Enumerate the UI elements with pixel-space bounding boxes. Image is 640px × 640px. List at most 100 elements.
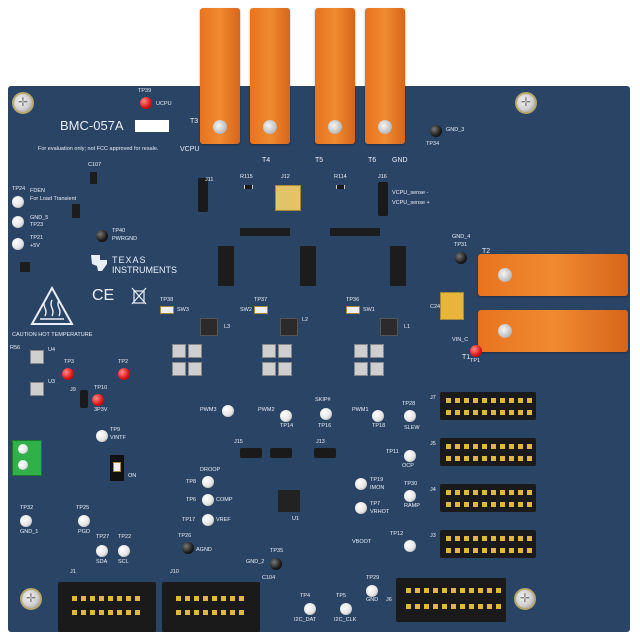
ti-brand-line1: TEXAS bbox=[112, 255, 147, 265]
pwm2-label: PWM2 bbox=[258, 407, 275, 413]
tp24-label: TP24 bbox=[12, 186, 26, 192]
inductor-l3 bbox=[200, 318, 218, 336]
power-stage-11 bbox=[354, 362, 368, 376]
resistor-r115 bbox=[244, 185, 253, 189]
connector-j10 bbox=[162, 582, 260, 632]
connector-j16 bbox=[378, 182, 388, 216]
vintf-label: VINTF bbox=[110, 435, 126, 441]
tp40-label: TP40 bbox=[112, 228, 126, 234]
pgd-label: PGD bbox=[78, 529, 90, 535]
mounting-hole-top-left bbox=[12, 92, 34, 114]
l1-label: L1 bbox=[404, 324, 411, 330]
c104-label: C104 bbox=[262, 575, 276, 581]
j1-pins bbox=[72, 596, 140, 601]
tp19-label: TP19 bbox=[370, 477, 384, 483]
power-stage-8 bbox=[188, 362, 202, 376]
tp25-label: TP25 bbox=[76, 505, 90, 511]
j6-pins bbox=[406, 588, 501, 593]
j5-pins-2 bbox=[446, 456, 532, 461]
j13-label: J13 bbox=[316, 439, 325, 445]
connector-j5 bbox=[440, 438, 536, 466]
j5-label: J5 bbox=[430, 441, 436, 447]
pwm3-label: PWM3 bbox=[200, 407, 217, 413]
connector-j12 bbox=[275, 185, 301, 211]
power-switch-slider bbox=[113, 462, 121, 472]
fcc-notice: For evaluation only; not FCC approved fo… bbox=[38, 146, 159, 152]
terminal-t4 bbox=[250, 8, 290, 144]
u4-chip bbox=[30, 350, 44, 364]
u3-chip bbox=[30, 382, 44, 396]
gnd-tp-label: GND bbox=[366, 597, 379, 603]
terminal-t2-label: T2 bbox=[482, 248, 491, 255]
vref-label: VREF bbox=[216, 517, 231, 523]
testpoint-tp5 bbox=[340, 603, 352, 615]
cap-array-2 bbox=[300, 246, 316, 286]
j7-pins bbox=[446, 398, 532, 403]
cap-array-1 bbox=[218, 246, 234, 286]
terminal-screw-2 bbox=[18, 460, 28, 470]
tp3-label: TP3 bbox=[64, 359, 75, 365]
slew-label: SLEW bbox=[404, 425, 420, 431]
testpoint-tp28 bbox=[404, 410, 416, 422]
tp6-label: TP6 bbox=[186, 497, 197, 503]
tp30-label: TP30 bbox=[404, 481, 418, 487]
sw1-pad bbox=[346, 306, 360, 314]
mounting-hole-bottom-left bbox=[20, 588, 42, 610]
testpoint-tp17 bbox=[202, 514, 214, 526]
power-stage-3 bbox=[262, 344, 276, 358]
testpoint-tp9 bbox=[96, 430, 108, 442]
power-stage-7 bbox=[172, 362, 186, 376]
terminal-t5-label: T5 bbox=[315, 157, 324, 164]
chip-block-left2 bbox=[20, 262, 30, 272]
pwm1-label: PWM1 bbox=[352, 407, 369, 413]
tp10-label: TP10 bbox=[94, 385, 108, 391]
tp27-label: TP27 bbox=[96, 534, 110, 540]
j1-label: J1 bbox=[70, 569, 76, 575]
comp-label: COMP bbox=[216, 497, 233, 503]
j9-label: J9 bbox=[70, 387, 76, 393]
gnd2-label: GND_2 bbox=[246, 559, 265, 565]
j4-label: J4 bbox=[430, 487, 436, 493]
fden-label: FDEN bbox=[30, 188, 45, 194]
connector-j3 bbox=[440, 530, 536, 558]
terminal-t3-id: T3 bbox=[190, 118, 199, 125]
j6-pins-2 bbox=[406, 604, 501, 609]
testpoint-tp14 bbox=[280, 410, 292, 422]
gnd3-label: GND_3 bbox=[446, 127, 465, 133]
connector-j6 bbox=[396, 578, 506, 622]
r56-label: R56 bbox=[10, 345, 21, 351]
switch-on-label: ON bbox=[128, 473, 137, 479]
testpoint-tp1 bbox=[470, 345, 482, 357]
testpoint-tp6 bbox=[202, 494, 214, 506]
capacitor-c24 bbox=[440, 292, 464, 320]
sw3-pad bbox=[160, 306, 174, 314]
terminal-t1-label: T1 bbox=[462, 354, 471, 361]
power-stage-10 bbox=[278, 362, 292, 376]
testpoint-tp35 bbox=[270, 558, 282, 570]
controller-u1 bbox=[278, 490, 300, 512]
board-title: BMC-057A bbox=[60, 118, 124, 133]
testpoint-tp25 bbox=[78, 515, 90, 527]
power-stage-6 bbox=[370, 344, 384, 358]
weee-bin-icon bbox=[131, 287, 147, 305]
vcpu-sense-pos-label: VCPU_sense + bbox=[392, 200, 430, 206]
terminal-t5 bbox=[315, 8, 355, 144]
connector-j13 bbox=[314, 448, 336, 458]
power-stage-5 bbox=[354, 344, 368, 358]
j12-label: J12 bbox=[281, 174, 290, 180]
tp31-label: TP31 bbox=[454, 242, 468, 248]
tp16-label: TP16 bbox=[318, 423, 332, 429]
testpoint-gnd4 bbox=[455, 252, 467, 264]
terminal-t3-label: VCPU bbox=[180, 146, 200, 153]
power-stage-12 bbox=[370, 362, 384, 376]
connector-j7 bbox=[440, 392, 536, 420]
r115-label: R115 bbox=[240, 174, 253, 180]
skip-label: SKIP# bbox=[315, 397, 331, 403]
hot-surface-warning-icon bbox=[30, 286, 74, 325]
connector-j15 bbox=[240, 448, 262, 458]
u4-label: U4 bbox=[48, 347, 56, 353]
vinc-label: VIN_C bbox=[452, 337, 469, 343]
terminal-t4-label: T4 bbox=[262, 157, 271, 164]
sw3-label: SW3 bbox=[177, 307, 189, 313]
inductor-l2 bbox=[280, 318, 298, 336]
